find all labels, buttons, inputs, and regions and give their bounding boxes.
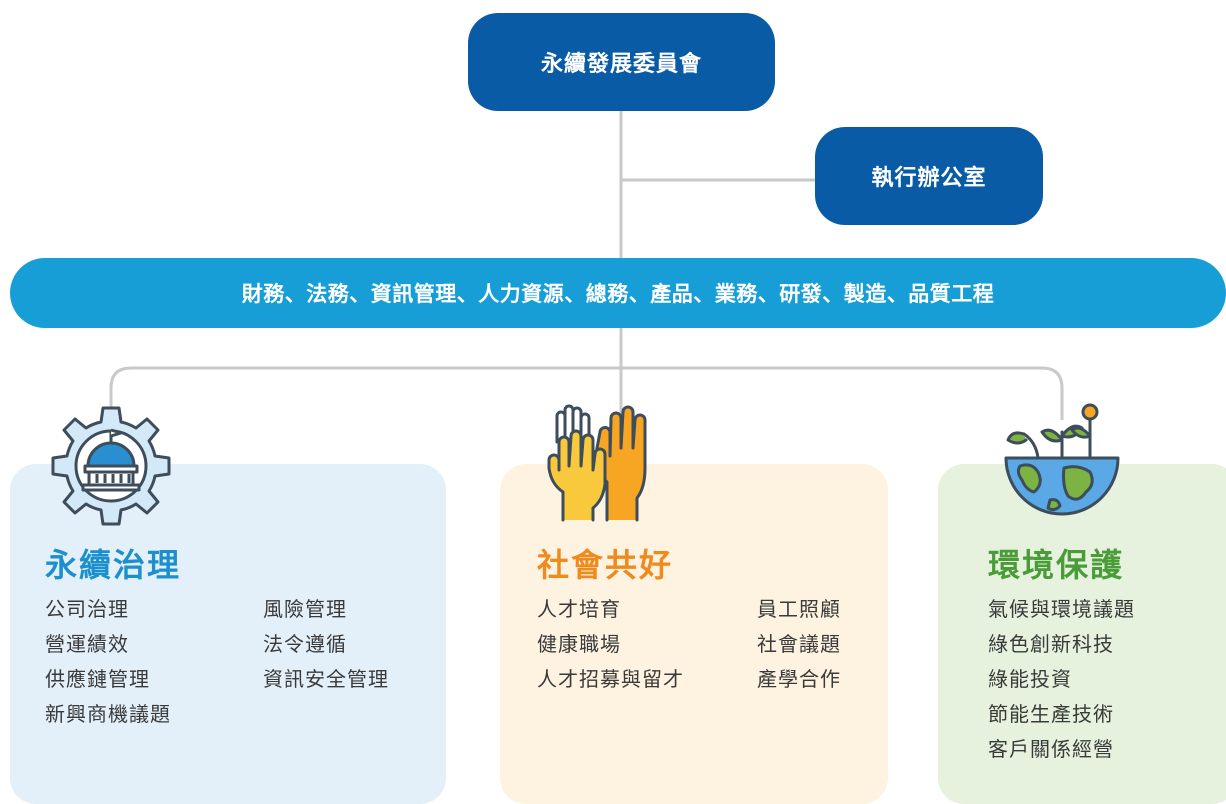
list-item: 健康職場	[537, 632, 621, 656]
committee-node: 永續發展委員會	[468, 13, 775, 111]
office-label: 執行辦公室	[871, 166, 987, 191]
social-list-col2: 員工照顧 社會議題 產學合作	[757, 592, 841, 697]
governance-list-col2: 風險管理 法令遵循 資訊安全管理	[263, 592, 389, 697]
list-item: 社會議題	[757, 632, 841, 656]
raised-hands-icon	[547, 404, 647, 522]
list-item: 法令遵循	[263, 632, 347, 656]
list-item: 員工照顧	[757, 597, 841, 621]
governance-gear-icon	[51, 406, 171, 526]
environment-title: 環境保護	[988, 546, 1125, 584]
list-item: 人才培育	[537, 597, 621, 621]
committee-label: 永續發展委員會	[540, 52, 702, 77]
social-title: 社會共好	[537, 546, 674, 584]
earth-sprout-icon	[1004, 403, 1120, 516]
list-item: 氣候與環境議題	[988, 597, 1135, 621]
list-item: 產學合作	[757, 667, 841, 691]
list-item: 公司治理	[45, 597, 129, 621]
list-item: 綠能投資	[988, 667, 1072, 691]
social-card	[500, 464, 888, 804]
environment-list: 氣候與環境議題 綠色創新科技 綠能投資 節能生產技術 客戶關係經營	[988, 592, 1135, 767]
environment-card	[938, 464, 1226, 804]
list-item: 營運績效	[45, 632, 129, 656]
social-list-col1: 人才培育 健康職場 人才招募與留才	[537, 592, 684, 697]
governance-card	[10, 464, 446, 804]
list-item: 人才招募與留才	[537, 667, 684, 691]
list-item: 綠色創新科技	[988, 632, 1114, 656]
list-item: 節能生產技術	[988, 702, 1114, 726]
list-item: 客戶關係經營	[988, 737, 1114, 761]
office-node: 執行辦公室	[815, 127, 1043, 225]
governance-list-col1: 公司治理 營運績效 供應鏈管理 新興商機議題	[45, 592, 171, 732]
departments-label: 財務、法務、資訊管理、人力資源、總務、產品、業務、研發、製造、品質工程	[241, 282, 995, 306]
list-item: 風險管理	[263, 597, 347, 621]
list-item: 供應鏈管理	[45, 667, 150, 691]
list-item: 新興商機議題	[45, 702, 171, 726]
departments-bar: 財務、法務、資訊管理、人力資源、總務、產品、業務、研發、製造、品質工程	[10, 258, 1226, 328]
governance-title: 永續治理	[45, 546, 182, 584]
list-item: 資訊安全管理	[263, 667, 389, 691]
